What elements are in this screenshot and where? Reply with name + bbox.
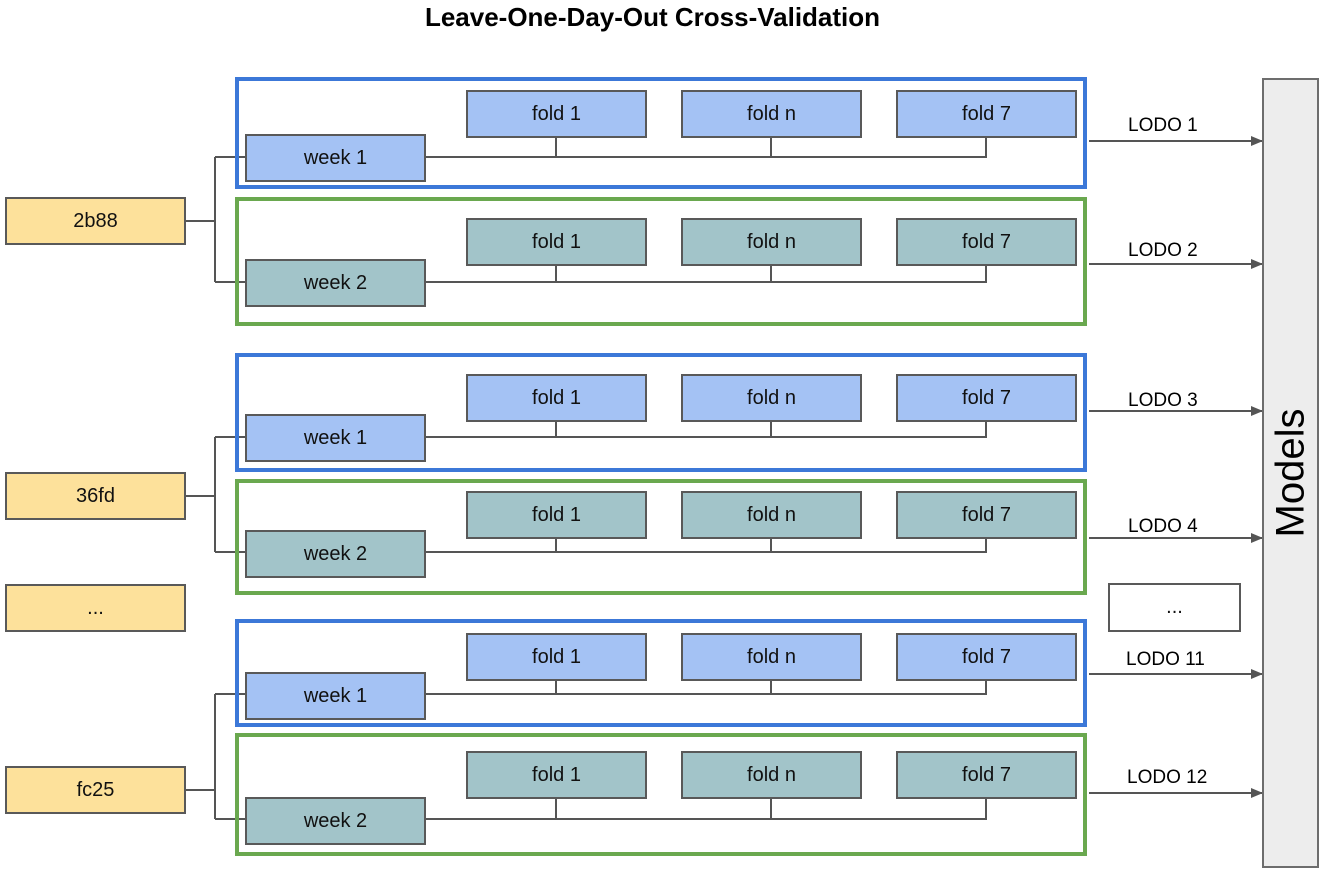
fold-box: fold 1 [466, 751, 647, 799]
models-label: Models [1268, 408, 1312, 538]
fold-box: fold 1 [466, 633, 647, 681]
lodo-label: LODO 12 [1127, 767, 1208, 788]
fold-box: fold 1 [466, 374, 647, 422]
models-panel: Models [1262, 78, 1319, 868]
fold-box: fold 1 [466, 90, 647, 138]
week-group-frame [235, 197, 1087, 326]
week-group-frame [235, 733, 1087, 856]
lodo-label: LODO 1 [1128, 115, 1198, 136]
user-box-fc25: fc25 [5, 766, 186, 814]
week-group-frame [235, 353, 1087, 472]
week-group-frame [235, 77, 1087, 189]
fold-box: fold n [681, 633, 862, 681]
user-box-36fd: 36fd [5, 472, 186, 520]
week-box: week 1 [245, 414, 426, 462]
fold-box: fold 7 [896, 491, 1077, 539]
fold-box: fold n [681, 491, 862, 539]
week-group-frame [235, 479, 1087, 595]
lodo-label: LODO 11 [1126, 649, 1205, 670]
week-box: week 2 [245, 530, 426, 578]
fold-box: fold 7 [896, 374, 1077, 422]
more-lodo-box: ... [1108, 583, 1241, 632]
user-box-2b88: 2b88 [5, 197, 186, 245]
week-box: week 1 [245, 672, 426, 720]
week-box: week 2 [245, 259, 426, 307]
diagram-title: Leave-One-Day-Out Cross-Validation [424, 2, 881, 32]
fold-box: fold 7 [896, 633, 1077, 681]
lodo-label: LODO 4 [1128, 516, 1198, 537]
user-box-ellipsis: ... [5, 584, 186, 632]
fold-box: fold 1 [466, 218, 647, 266]
week-box: week 2 [245, 797, 426, 845]
fold-box: fold 7 [896, 751, 1077, 799]
lodo-label: LODO 3 [1128, 390, 1198, 411]
fold-box: fold n [681, 218, 862, 266]
fold-box: fold n [681, 90, 862, 138]
week-box: week 1 [245, 134, 426, 182]
lodo-label: LODO 2 [1128, 240, 1198, 261]
fold-box: fold n [681, 374, 862, 422]
fold-box: fold 7 [896, 90, 1077, 138]
fold-box: fold 7 [896, 218, 1077, 266]
fold-box: fold 1 [466, 491, 647, 539]
fold-box: fold n [681, 751, 862, 799]
week-group-frame [235, 619, 1087, 727]
